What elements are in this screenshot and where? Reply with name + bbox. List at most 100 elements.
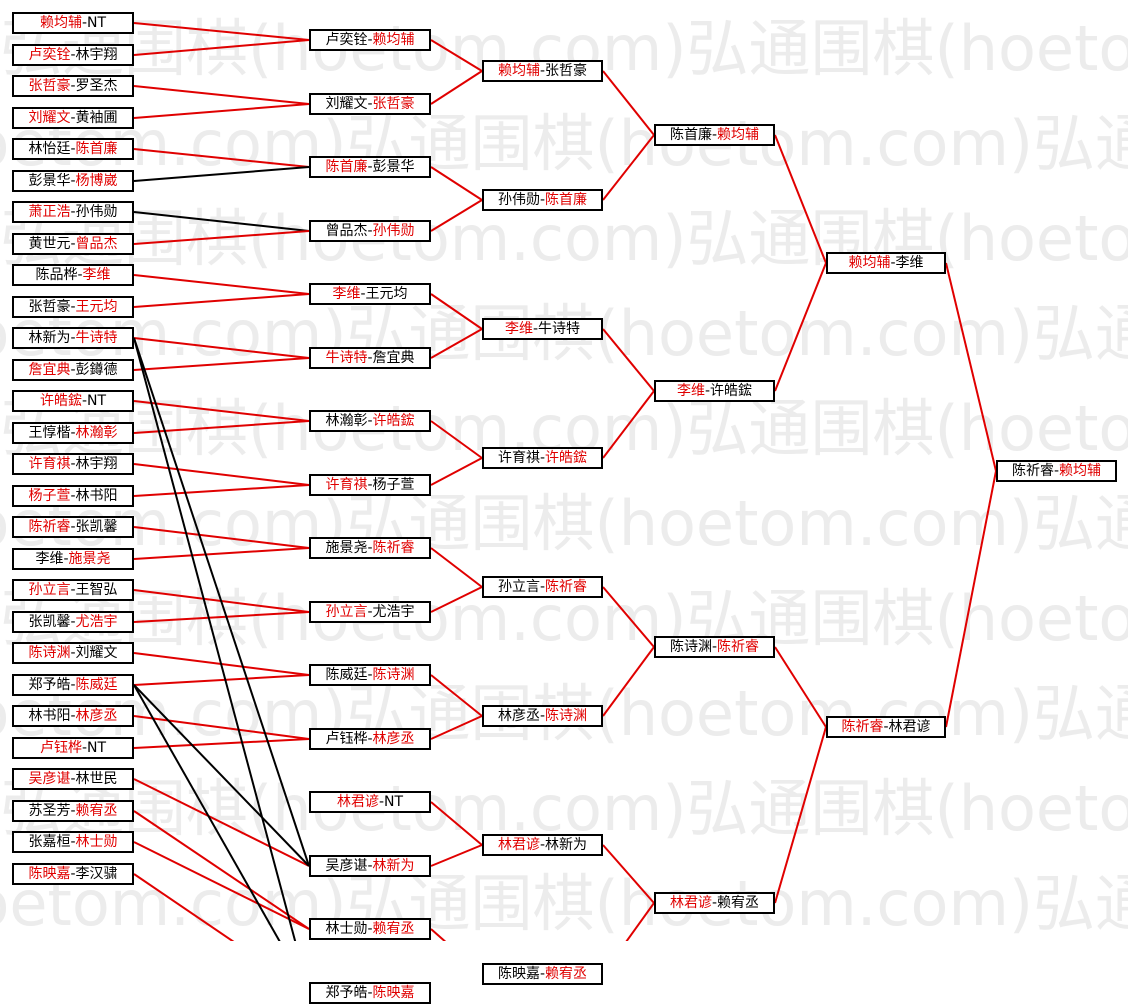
match-box-r5_2: 陈祈睿-林君谚 — [826, 716, 946, 738]
player-b: 陈祈睿 — [545, 579, 588, 595]
bracket-line — [430, 166, 483, 201]
separator: - — [70, 645, 76, 661]
bracket-line — [774, 646, 827, 728]
player-a: 黄世元 — [28, 236, 71, 252]
separator: - — [70, 299, 76, 315]
match-box-r3_2: 孙伟勋-陈首廉 — [482, 189, 603, 211]
player-b: 尤浩宇 — [372, 604, 415, 620]
player-a: 林君谚 — [336, 794, 379, 810]
player-b: 杨博崴 — [75, 173, 118, 189]
separator: - — [367, 413, 373, 429]
player-b: 林彦丞 — [75, 708, 118, 724]
bracket-line — [133, 357, 310, 371]
match-box-r1_5: 林怡廷-陈首廉 — [12, 138, 134, 160]
player-b: 李汉骕 — [75, 866, 118, 882]
match-box-r1_3: 张哲豪-罗圣杰 — [12, 75, 134, 97]
separator: - — [367, 32, 373, 48]
bracket-line — [430, 801, 483, 846]
player-a: 许育祺 — [497, 450, 540, 466]
bracket-line — [133, 484, 310, 497]
player-a: 李维 — [504, 321, 533, 337]
bracket-line — [133, 738, 310, 749]
player-a: 陈诗渊 — [28, 645, 71, 661]
player-b: 牛诗特 — [538, 321, 581, 337]
bracket-line — [133, 337, 297, 941]
player-a: 陈首廉 — [325, 159, 368, 175]
match-box-r1_25: 吴彦谌-林世民 — [12, 768, 134, 790]
player-a: 郑予皓 — [28, 677, 71, 693]
separator: - — [883, 719, 889, 735]
player-b: 詹宜典 — [372, 350, 415, 366]
player-b: 孙伟勋 — [75, 204, 118, 220]
player-b: 彭景华 — [372, 159, 415, 175]
bracket-line — [774, 262, 827, 392]
bracket-line — [602, 646, 655, 717]
player-a: 许皓鋐 — [39, 393, 82, 409]
player-a: 张哲豪 — [28, 299, 71, 315]
bracket-line — [430, 928, 447, 941]
player-b: NT — [87, 15, 107, 31]
match-box-r2_16: 郑予皓-陈映嘉 — [309, 982, 431, 1004]
bracket-line — [774, 134, 827, 264]
separator: - — [70, 519, 76, 535]
bracket-line — [774, 726, 827, 904]
separator: - — [539, 192, 546, 208]
bracket-line — [133, 715, 310, 740]
player-a: 许育祺 — [325, 477, 368, 493]
bracket-line — [430, 293, 483, 330]
separator: - — [70, 677, 76, 693]
separator: - — [70, 330, 76, 346]
bracket-line — [945, 262, 997, 472]
player-a: 林君谚 — [497, 837, 540, 853]
match-box-r2_9: 施景尧-陈祈睿 — [309, 537, 431, 559]
player-a: 刘耀文 — [28, 110, 71, 126]
match-box-r3_4: 许育祺-许皓鋐 — [482, 447, 603, 469]
player-b: 张哲豪 — [372, 96, 415, 112]
separator: - — [890, 255, 896, 271]
match-box-r1_21: 陈诗渊-刘耀文 — [12, 642, 134, 664]
player-b: 王元均 — [75, 299, 118, 315]
bracket-line — [430, 674, 483, 717]
separator: - — [81, 15, 88, 31]
bracket-line — [133, 684, 281, 941]
player-a: 刘耀文 — [325, 96, 368, 112]
player-a: 李维 — [332, 286, 361, 302]
match-box-r4_3: 陈诗渊-陈祈睿 — [654, 636, 775, 658]
match-box-r2_1: 卢奕铨-赖均辅 — [309, 29, 431, 51]
separator: - — [539, 837, 546, 853]
separator: - — [711, 127, 718, 143]
match-box-r1_10: 张哲豪-王元均 — [12, 296, 134, 318]
bracket-line — [133, 810, 310, 930]
match-box-r6_1: 陈祈睿-赖均辅 — [996, 460, 1117, 482]
bracket-line — [133, 211, 310, 232]
player-b: 曾品杰 — [75, 236, 118, 252]
player-b: 林宇翔 — [75, 47, 118, 63]
separator: - — [70, 582, 76, 598]
bracket-line — [602, 390, 655, 459]
player-b: 牛诗特 — [75, 330, 118, 346]
match-box-r2_5: 李维-王元均 — [309, 283, 431, 305]
bracket-line — [133, 85, 310, 105]
player-b: 黄袖圃 — [75, 110, 118, 126]
bracket-line — [430, 547, 483, 588]
player-a: 卢奕铨 — [325, 32, 368, 48]
player-b: 赖均辅 — [717, 127, 760, 143]
bracket-line — [133, 166, 310, 182]
separator: - — [378, 794, 385, 810]
bracket-line — [430, 586, 483, 613]
player-b: 彭鐏德 — [75, 362, 118, 378]
bracket-line — [430, 199, 483, 232]
separator: - — [539, 708, 546, 724]
separator: - — [70, 866, 76, 882]
bracket-lines — [133, 22, 997, 941]
player-b: 尤浩宇 — [75, 614, 118, 630]
separator: - — [70, 425, 76, 441]
player-b: 赖均辅 — [1059, 463, 1102, 479]
player-b: 陈诗渊 — [372, 667, 415, 683]
separator: - — [539, 63, 546, 79]
player-a: 林新为 — [28, 330, 71, 346]
bracket-line — [625, 902, 655, 941]
bracket-line — [133, 337, 310, 867]
player-b: 刘耀文 — [75, 645, 118, 661]
bracket-line — [133, 611, 310, 623]
